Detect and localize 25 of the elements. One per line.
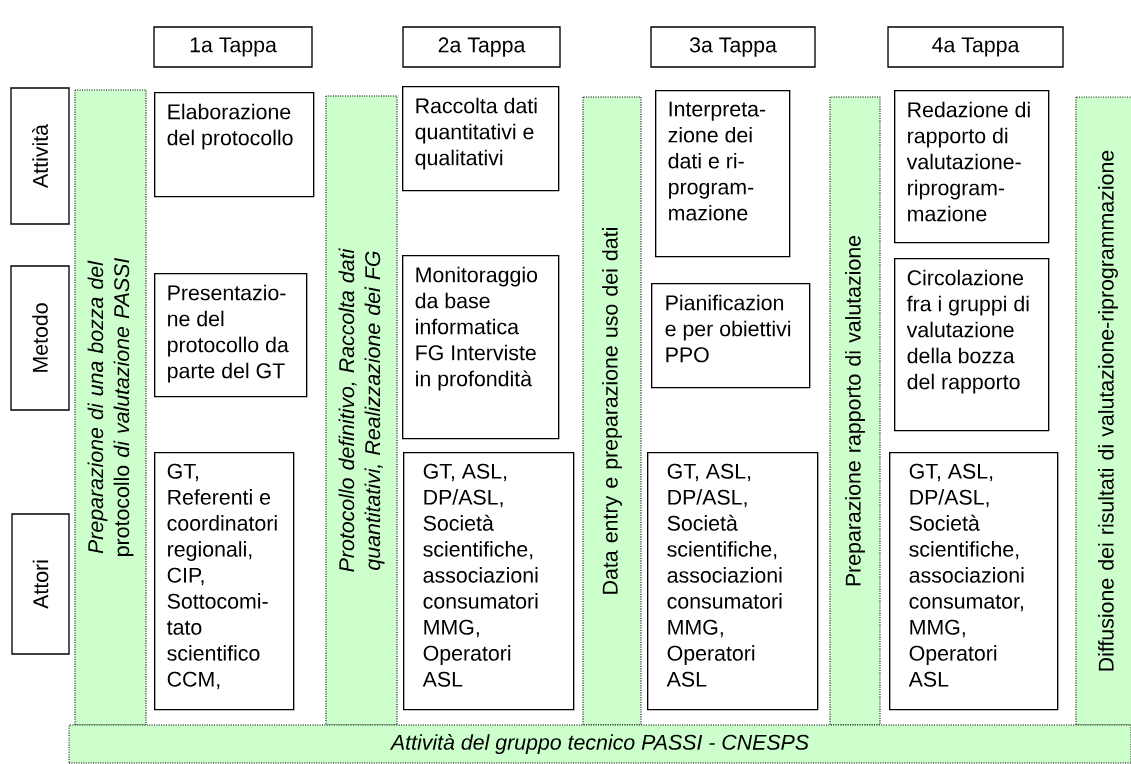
activity-box: Pianificazion e per obiettivi PPO [651, 283, 811, 389]
node-label: Diffusione dei risultati di valutazione-riprogrammazione [1098, 150, 1118, 671]
stage-header: 4a Tappa [887, 26, 1064, 68]
activity-box: Raccolta dati quantitativi e qualitativi [402, 86, 560, 192]
activity-box: GT, Referenti e coordinatori regionali, CIP, Sottocomi- tato scientifico CCM, [154, 452, 295, 711]
stage-header: 1a Tappa [153, 26, 313, 68]
activity-box: Monitoraggio da base informatica FG Interviste in profondità [402, 255, 560, 440]
row-header: Attività [10, 87, 70, 225]
phase-band: Data entry e preparazione uso dei dati [582, 96, 642, 726]
row-header: Attori [11, 513, 70, 655]
activity-box: GT, ASL, DP/ASL, Società scientifiche, associazioni consumatori MMG, Operatori ASL [403, 452, 575, 711]
phase-band: Protocollo definitivo, Raccolta dati quantitativi, Realizzazione dei FG [325, 95, 398, 726]
stage-header: 2a Tappa [402, 26, 561, 68]
activity-box: Circolazione fra i gruppi di valutazione della bozza del rapporto [894, 258, 1050, 432]
stage-header: 3a Tappa [650, 26, 816, 68]
phase-band: Preparazione rapporto di valutazione [829, 96, 881, 726]
activity-box: GT, ASL, DP/ASL, Società scientifiche, associazioni consumatori MMG, Operatori ASL [647, 452, 819, 711]
row-header: Metodo [10, 265, 70, 411]
activity-box: Redazione di rapporto di valutazione- riprogram- mazione [894, 90, 1050, 244]
phase-band: Diffusione dei risultati di valutazione-riprogrammazione [1075, 96, 1131, 726]
footer-band: Attività del gruppo tecnico PASSI - CNESPS [68, 724, 1131, 764]
activity-box: Presentazio- ne del protocollo da parte del GT [154, 273, 308, 398]
activity-box: Interpreta- zione dei dati e ri- program- mazione [655, 90, 791, 258]
activity-box: Elaborazione del protocollo [154, 92, 315, 198]
activity-box: GT, ASL, DP/ASL, Società scientifiche, associazioni consumator, MMG, Operatori ASL [889, 452, 1059, 711]
